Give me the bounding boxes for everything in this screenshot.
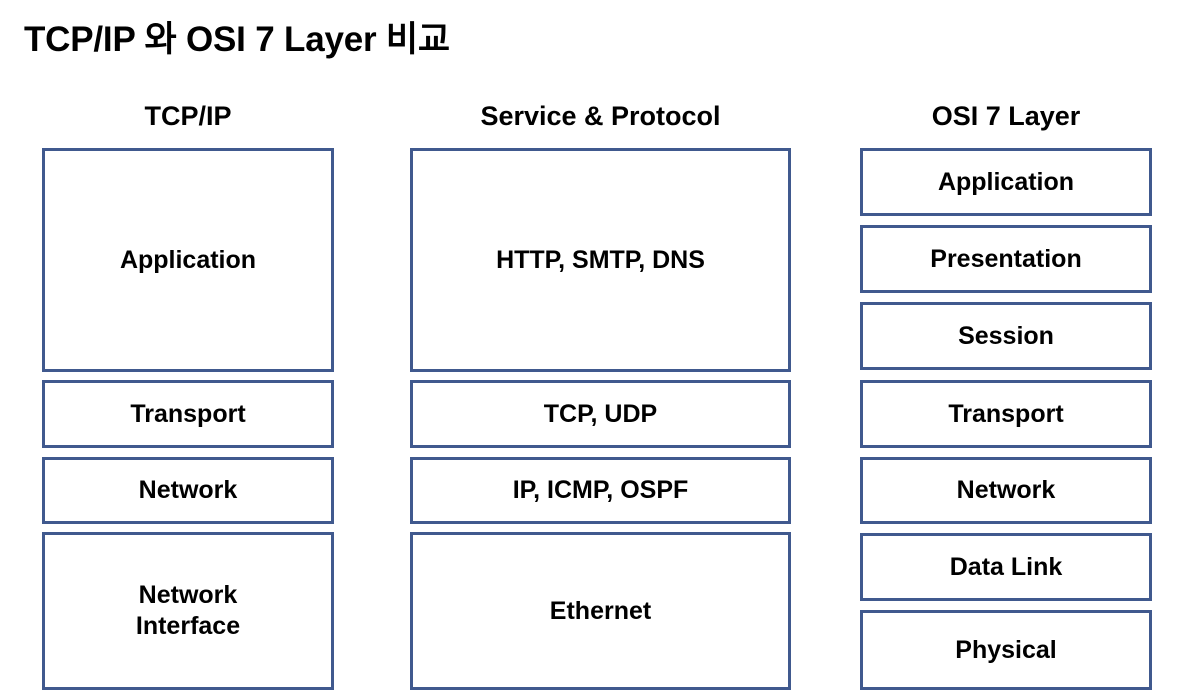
osi-layer-data-link-label: Data Link	[949, 552, 1063, 581]
osi-layer-application-label: Application	[937, 167, 1075, 196]
column-header-tcpip: TCP/IP	[144, 101, 232, 131]
osi-layer-presentation[interactable]: Presentation	[860, 225, 1152, 293]
osi-layer-network-label: Network	[956, 476, 1056, 504]
tcpip-layer-application[interactable]: Application	[42, 148, 334, 372]
column-header-osi: OSI 7 Layer	[931, 101, 1081, 131]
service-layer-network-label: IP, ICMP, OSPF	[512, 476, 689, 504]
column-osi: OSI 7 Layer Application Presentation Ses…	[860, 0, 1152, 696]
osi-layer-presentation-label: Presentation	[930, 244, 1082, 273]
service-layer-link[interactable]: Ethernet	[410, 532, 791, 690]
tcpip-layer-network[interactable]: Network	[42, 457, 334, 524]
service-layer-link-label: Ethernet	[549, 596, 652, 625]
tcpip-layer-transport[interactable]: Transport	[42, 380, 334, 448]
tcpip-layer-network-label: Network	[138, 476, 238, 504]
column-header-service-protocol: Service & Protocol	[480, 101, 721, 131]
service-layer-transport-label: TCP, UDP	[543, 399, 658, 428]
tcpip-layer-application-label: Application	[119, 245, 257, 274]
service-layer-application-label: HTTP, SMTP, DNS	[496, 245, 705, 274]
osi-layer-data-link[interactable]: Data Link	[860, 533, 1152, 601]
service-layer-network[interactable]: IP, ICMP, OSPF	[410, 457, 791, 524]
column-service-protocol: Service & Protocol HTTP, SMTP, DNS TCP, …	[410, 0, 791, 696]
service-layer-application[interactable]: HTTP, SMTP, DNS	[410, 148, 791, 372]
osi-layer-transport[interactable]: Transport	[860, 380, 1152, 448]
osi-layer-physical[interactable]: Physical	[860, 610, 1152, 690]
osi-layer-session[interactable]: Session	[860, 302, 1152, 370]
osi-layer-application[interactable]: Application	[860, 148, 1152, 216]
service-layer-transport[interactable]: TCP, UDP	[410, 380, 791, 448]
osi-layer-session-label: Session	[958, 321, 1054, 350]
tcpip-layer-network-interface-label: Network Interface	[135, 581, 241, 640]
tcpip-layer-network-interface[interactable]: Network Interface	[42, 532, 334, 690]
column-tcpip: TCP/IP Application Transport Network Net…	[42, 0, 334, 696]
osi-layer-physical-label: Physical	[955, 635, 1057, 664]
page-title: TCP/IP 와 OSI 7 Layer 비교	[24, 20, 450, 59]
osi-layer-network[interactable]: Network	[860, 457, 1152, 524]
osi-layer-transport-label: Transport	[948, 399, 1064, 428]
tcpip-layer-transport-label: Transport	[130, 399, 246, 428]
